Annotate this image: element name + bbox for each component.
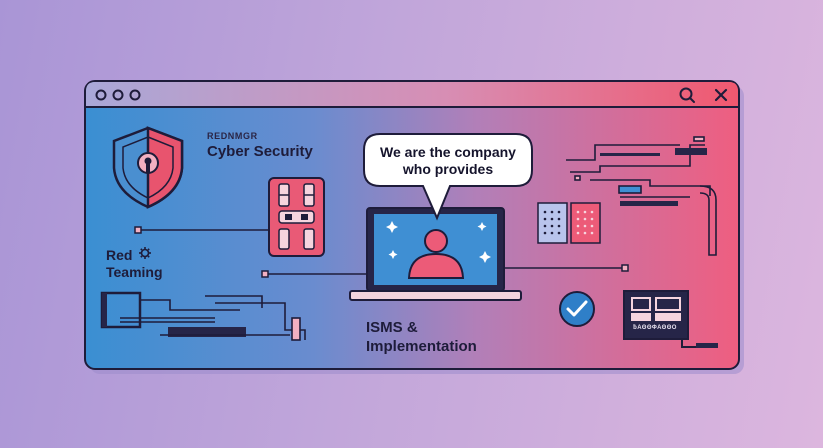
isms-line-2: Implementation [366, 338, 477, 355]
isms-line-1: ISMS & [366, 319, 418, 336]
grid-panel-icon [623, 290, 718, 348]
titlebar [86, 82, 738, 107]
shield-lock-icon [112, 126, 184, 209]
search-button[interactable] [676, 84, 698, 106]
speech-bubble [363, 133, 533, 221]
circuit-decoration-right [566, 136, 717, 256]
check-button[interactable] [557, 289, 597, 329]
circuit-decoration-left [100, 291, 306, 341]
window-close-dot[interactable] [95, 89, 107, 101]
search-icon [679, 87, 695, 103]
close-icon [714, 88, 728, 102]
isms-implementation-label: ISMS & Implementation [366, 318, 536, 356]
dot-card-right [570, 202, 601, 244]
gear-icon [139, 247, 151, 259]
speech-bubble-line-1: We are the company [380, 144, 516, 160]
red-teaming-line-2: Teaming [106, 264, 163, 280]
dot-card-left [537, 202, 568, 244]
window-maximize-dot[interactable] [129, 89, 141, 101]
panel-caption: ƀΑΘΘΦΑΘΘΟ [633, 325, 677, 331]
speech-bubble-line-2: who provides [402, 161, 494, 177]
cyber-security-label: Cyber Security [207, 143, 313, 160]
red-teaming-label: Red Teaming [106, 247, 196, 281]
sparkle-icon [386, 221, 491, 263]
speech-bubble-text: We are the company who provides [362, 144, 534, 178]
close-button[interactable] [710, 84, 732, 106]
check-circle-icon [559, 291, 595, 327]
window-minimize-dot[interactable] [112, 89, 124, 101]
connector-lines [134, 226, 629, 278]
user-avatar-icon [407, 229, 465, 279]
cyber-security-caption: REDNMGR [207, 131, 258, 141]
server-rack-icon [268, 177, 325, 257]
red-teaming-line-1: Red [106, 247, 133, 263]
